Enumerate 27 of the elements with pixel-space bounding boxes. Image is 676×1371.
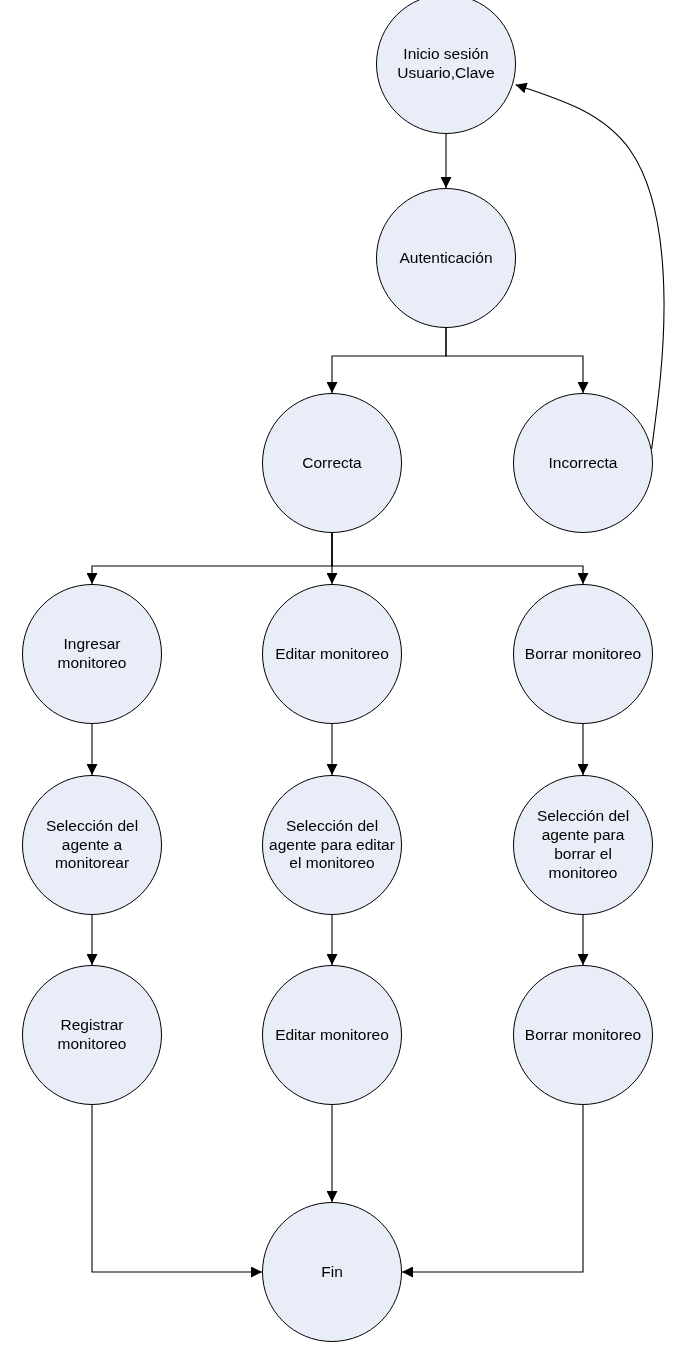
node-label: Borrar monitoreo	[523, 644, 643, 664]
arrow	[326, 1104, 338, 1203]
node-label: Incorrecta	[547, 453, 619, 473]
node-label: Selección del agente para editar el monitoreo	[268, 816, 396, 874]
arrow	[326, 723, 338, 776]
arrow	[577, 723, 589, 776]
arrow	[440, 133, 452, 189]
arrow	[515, 82, 665, 450]
node-label: Selección del agente para borrar el monitoreo	[535, 807, 631, 883]
arrow	[86, 914, 98, 966]
node-label: Correcta	[301, 453, 363, 473]
node-label: Selección del agente a monitorear	[44, 816, 140, 874]
arrow	[91, 1104, 263, 1278]
arrow	[445, 327, 589, 394]
arrow	[331, 532, 589, 585]
node-label: Editar monitoreo	[274, 644, 390, 664]
node-label: Autenticación	[398, 248, 494, 268]
node-label: Inicio sesión Usuario,Clave	[396, 45, 496, 83]
arrow	[326, 914, 338, 966]
arrow	[577, 914, 589, 966]
node-label: Fin	[320, 1262, 344, 1282]
node-label: Editar monitoreo	[274, 1025, 390, 1045]
node-label: Ingresar monitoreo	[56, 635, 128, 673]
arrow	[86, 723, 98, 776]
node-label: Borrar monitoreo	[523, 1025, 643, 1045]
node-label: Registrar monitoreo	[56, 1016, 128, 1054]
arrow	[401, 1104, 584, 1278]
